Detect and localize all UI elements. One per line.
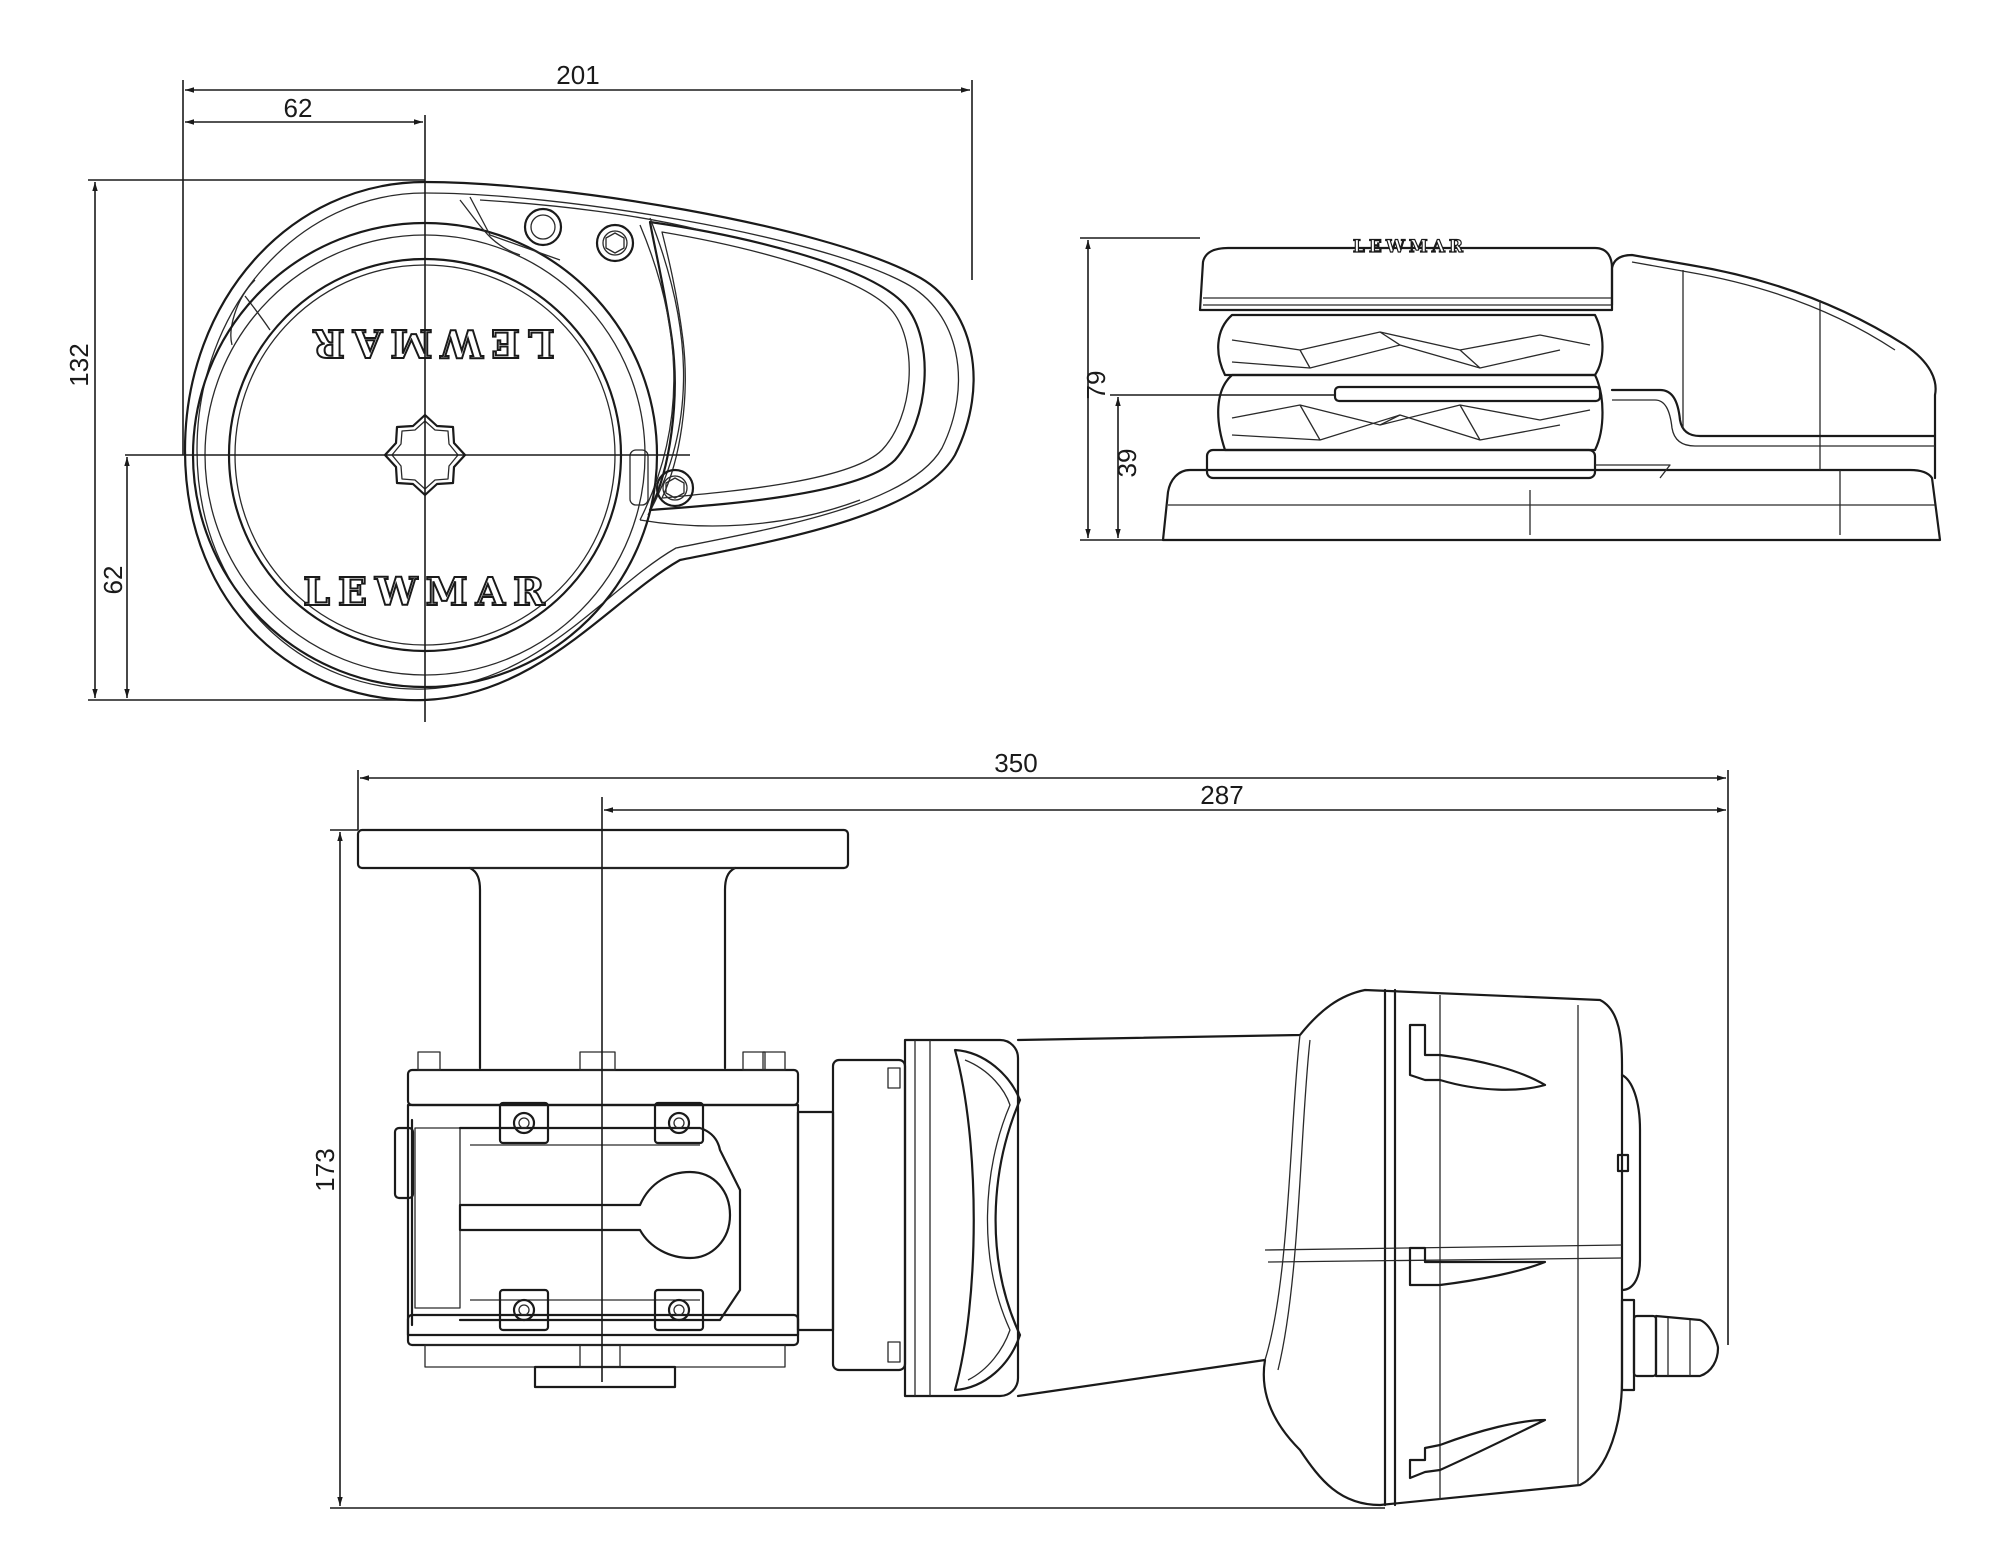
front-view: 350 287 173 [310, 748, 1729, 1509]
dim-132: 132 [64, 343, 94, 386]
cable-gland [1620, 1298, 1720, 1392]
brand-logo-bottom: LEWMAR [303, 569, 553, 614]
dim-62-horizontal: 62 [284, 93, 313, 123]
bolt-top-1 [523, 207, 563, 247]
top-arm-opening-inner [661, 231, 910, 499]
side-base-plate [1161, 468, 1942, 542]
dim-39: 39 [1112, 449, 1142, 478]
side-housing [1610, 253, 1937, 480]
front-shaft-slot [458, 1170, 732, 1260]
top-arm-opening [648, 220, 926, 512]
top-housing-outline [183, 180, 975, 702]
bolt-tab-3 [498, 1288, 550, 1332]
brand-logo-side: LEWMAR [1353, 237, 1467, 257]
front-motor-flange [903, 1038, 1020, 1398]
dim-173: 173 [310, 1148, 340, 1191]
bolt-tab-1 [498, 1101, 550, 1145]
bolt-top-2 [595, 223, 635, 263]
dim-62-vertical: 62 [98, 566, 128, 595]
bolt-top-3 [655, 468, 695, 508]
top-housing-inner-outline [196, 192, 960, 690]
side-view: LEWMAR 79 39 [1080, 236, 1942, 542]
dim-201: 201 [556, 60, 599, 90]
bolt-tab-4 [653, 1288, 705, 1332]
dim-287: 287 [1200, 780, 1243, 810]
bolt-tab-2 [653, 1101, 705, 1145]
side-drum-cap [1198, 246, 1614, 312]
front-flange [356, 828, 850, 870]
brand-logo-top: LEWMAR [305, 321, 555, 366]
front-motor-body [1016, 988, 1624, 1507]
dim-350: 350 [994, 748, 1037, 778]
top-view: LEWMAR LEWMAR 201 62 132 62 [64, 60, 975, 722]
dim-79: 79 [1081, 371, 1111, 400]
